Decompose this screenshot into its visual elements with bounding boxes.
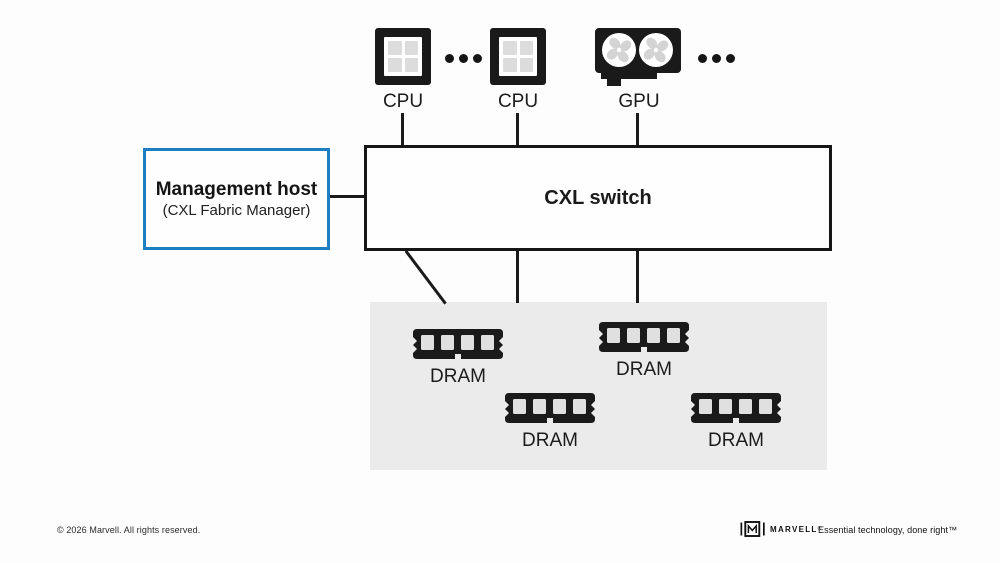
cpu-node-2: CPU <box>490 28 546 112</box>
dram-icon <box>505 393 595 423</box>
gpu-icon <box>595 28 681 86</box>
connector-cpu1-switch <box>401 113 404 146</box>
dram-icon <box>691 393 781 423</box>
marvell-wordmark: MARVELL <box>770 524 818 534</box>
gpu-node: GPU <box>594 27 684 112</box>
copyright-text: © 2026 Marvell. All rights reserved. <box>57 525 201 535</box>
marvell-tagline: Essential technology, done right™ <box>818 525 958 535</box>
dram-module-4: DRAM <box>690 393 782 451</box>
management-host-box: Management host (CXL Fabric Manager) <box>143 148 330 250</box>
management-host-subtitle: (CXL Fabric Manager) <box>162 201 311 219</box>
registered-mark: ® <box>817 526 822 532</box>
dram-label: DRAM <box>708 430 764 451</box>
connector-switch-pool-2 <box>516 250 519 303</box>
connector-cpu2-switch <box>516 113 519 146</box>
connector-switch-pool-1 <box>404 250 447 305</box>
dram-label: DRAM <box>522 430 578 451</box>
cpu-node-1: CPU <box>375 28 431 112</box>
connector-switch-pool-3 <box>636 250 639 303</box>
dram-label: DRAM <box>616 359 672 380</box>
gpu-label: GPU <box>618 91 660 112</box>
dram-module-3: DRAM <box>504 393 596 451</box>
cpu-icon <box>375 28 431 85</box>
management-host-title: Management host <box>155 178 318 200</box>
connector-mgmt-switch <box>327 195 367 198</box>
dram-icon <box>413 329 503 359</box>
marvell-logo: MARVELL® <box>740 520 821 538</box>
dram-module-2: DRAM <box>598 322 690 380</box>
connector-gpu-switch <box>636 113 639 146</box>
marvell-logo-icon <box>740 521 765 537</box>
cxl-switch-box: CXL switch <box>364 145 832 251</box>
more-cpus-ellipsis-icon <box>442 54 484 63</box>
more-gpus-ellipsis-icon <box>695 54 737 63</box>
dram-module-1: DRAM <box>412 329 504 387</box>
dram-label: DRAM <box>430 366 486 387</box>
dram-icon <box>599 322 689 352</box>
cpu-icon <box>490 28 546 85</box>
cpu-label: CPU <box>497 91 539 112</box>
cxl-switch-label: CXL switch <box>544 186 652 209</box>
cpu-label: CPU <box>382 91 424 112</box>
